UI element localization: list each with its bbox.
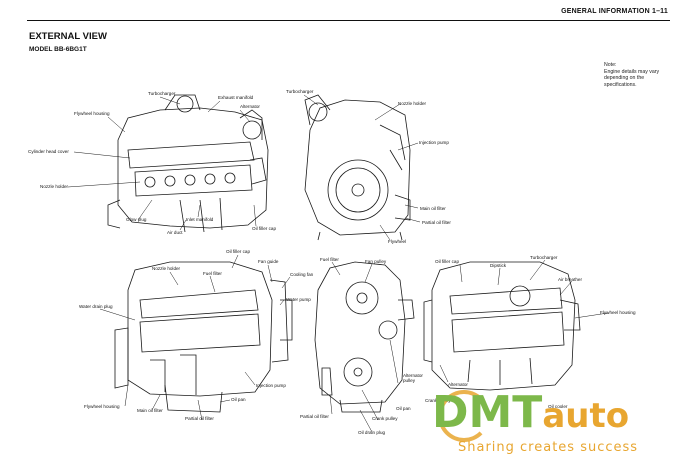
label-oil-filler-cap-rear: Oil filler cap <box>435 259 459 264</box>
label-oil-pan-bottom-left: Oil pan <box>231 397 246 402</box>
engine-side-view-top <box>107 94 269 233</box>
model-caption: MODEL BB-6BG1T <box>29 46 87 53</box>
spec-note-text: Note:Engine details may vary depending o… <box>604 62 660 88</box>
label-oil-drain-plug: Oil drain plug <box>358 430 386 435</box>
label-main-oil-filter-bottom: Main oil filter <box>137 408 163 413</box>
label-turbocharger-rear: Turbocharger <box>530 255 558 260</box>
label-fuel-filter-bottom-left: Fuel filter <box>203 271 222 276</box>
label-turbocharger-top-side: Turbocharger <box>148 91 176 96</box>
label-alternator-pulley: Alternator pulley <box>403 373 423 383</box>
engine-side-view-bottom <box>114 261 293 413</box>
label-injection-pump-top: Injection pump <box>419 140 449 145</box>
label-water-pump: Water pump <box>286 297 311 302</box>
label-water-drain-plug: Water drain plug <box>79 304 113 309</box>
label-air-breather: Air breather <box>558 277 583 282</box>
label-cylinder-head-cover: Cylinder head cover <box>28 149 69 154</box>
label-nozzle-holder-top-front: Nozzle holder <box>398 101 427 106</box>
label-partial-oil-filter-bottom-front: Partial oil filter <box>300 414 329 419</box>
label-turbocharger-top-front: Turbocharger <box>286 89 314 94</box>
label-dipstick: Dipstick <box>490 263 507 268</box>
engine-front-view-bottom <box>314 261 415 413</box>
label-flywheel-housing-bottom: Flywheel housing <box>84 404 120 409</box>
running-header: GENERAL INFORMATION 1–11 <box>561 8 668 15</box>
header-rule <box>27 20 670 21</box>
engine-front-view-top <box>304 94 411 241</box>
label-exhaust-manifold: Exhaust manifold <box>218 95 254 100</box>
label-fan-pulley: Fan pulley <box>365 259 387 264</box>
label-flywheel: Flywheel <box>388 239 407 244</box>
spec-note: Note:Engine details may vary depending o… <box>604 62 674 88</box>
label-oil-cooler: Oil cooler <box>548 404 568 409</box>
label-nozzle-holder-top-side: Nozzle holder <box>40 184 69 189</box>
page-title: EXTERNAL VIEW <box>29 31 107 42</box>
logo-wordmark: DMTauto <box>432 388 629 441</box>
label-oil-filler-cap-top: Oil filler cap <box>252 226 276 231</box>
label-partial-oil-filter-top: Partial oil filter <box>422 220 451 225</box>
watermark-logo: DMTauto Sharing creates success <box>432 388 677 474</box>
label-fuel-filter-bottom-front: Fuel filter <box>320 257 339 262</box>
label-air-duct: Air duct <box>167 230 183 235</box>
label-main-oil-filter-top: Main oil filter <box>420 206 446 211</box>
label-injection-pump-bottom: Injection pump <box>256 383 286 388</box>
label-crank-pulley-front: Crank pulley <box>372 416 398 421</box>
logo-tagline: Sharing creates success <box>458 440 639 455</box>
section-name: GENERAL INFORMATION <box>561 8 650 15</box>
label-crank-pulley-rear: Crank pulley <box>425 398 451 403</box>
label-flywheel-housing-rear: Flywheel housing <box>600 310 636 315</box>
label-alternator-rear: Alternator <box>448 382 468 387</box>
engine-rear-view-bottom <box>423 261 581 391</box>
label-inlet-manifold: Inlet manifold <box>186 217 214 222</box>
label-glow-plug: Glow plug <box>126 217 147 222</box>
label-oil-filler-cap-bottom: Oil filler cap <box>226 249 250 254</box>
label-partial-oil-filter-bottom-left: Partial oil filter <box>185 416 214 421</box>
label-flywheel-housing-top: Flywheel housing <box>74 111 110 116</box>
label-oil-pan-front: Oil pan <box>396 406 411 411</box>
logo-brand-suffix: auto <box>542 396 630 436</box>
leader-lines <box>67 94 609 433</box>
page-number: 1–11 <box>652 8 668 15</box>
logo-brand-main: DMT <box>432 387 543 438</box>
label-fan-guide: Fan guide <box>258 259 279 264</box>
logo-ring-icon <box>438 390 490 442</box>
label-cooling-fan: Cooling fan <box>290 272 314 277</box>
label-nozzle-holder-bottom: Nozzle holder <box>152 266 181 271</box>
label-alternator-top: Alternator <box>240 104 260 109</box>
